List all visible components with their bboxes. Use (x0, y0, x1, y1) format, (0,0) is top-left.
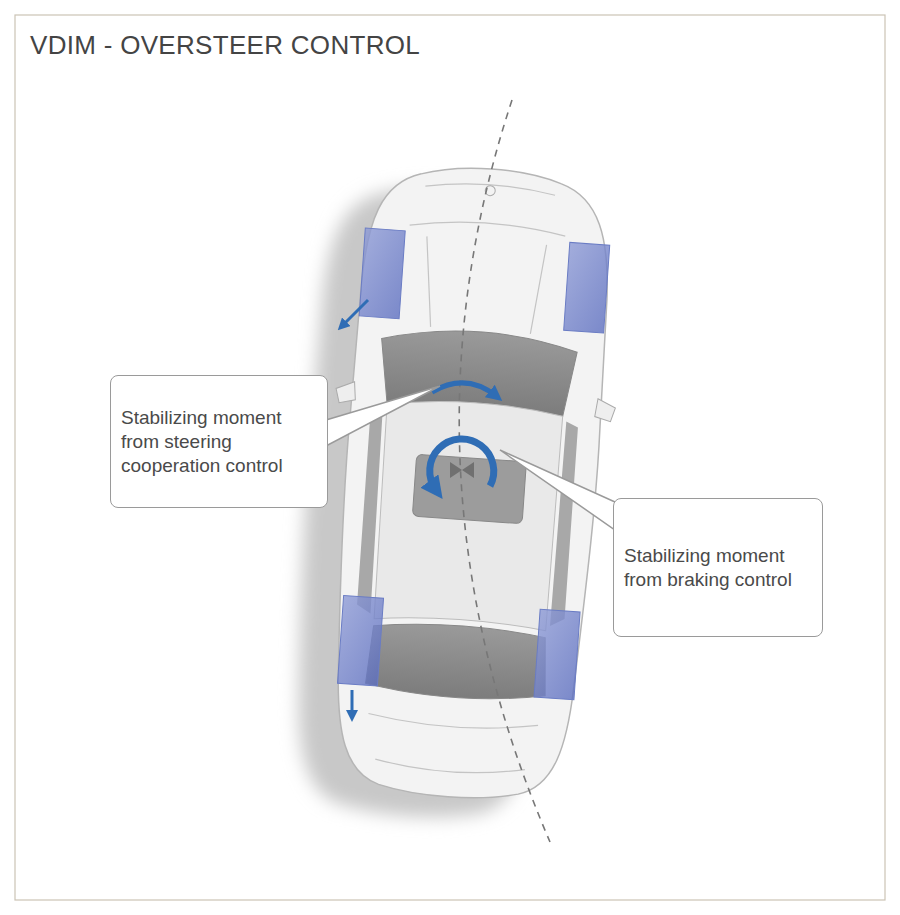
front-left-wheel (359, 228, 405, 319)
car-body-group (284, 158, 631, 829)
hood-lines (403, 179, 569, 336)
rear-left-wheel (337, 595, 383, 686)
roof (372, 397, 563, 631)
center-of-gravity-symbol (450, 462, 474, 478)
callout-text-group: Stabilizing moment from braking control (624, 544, 798, 592)
side-windows (356, 408, 578, 627)
front-right-wheel (564, 242, 610, 333)
callout-leader (326, 386, 440, 446)
trunk-lines (365, 713, 538, 777)
callout-box: Stabilizing moment from steering coopera… (110, 375, 328, 508)
front-wheel-force-arrow (342, 300, 368, 326)
rear-window (365, 619, 550, 703)
callout-text-group: Stabilizing moment from steering coopera… (121, 406, 319, 478)
rear-right-wheel (534, 609, 580, 700)
steering-moment-arrow (432, 383, 496, 396)
callout-box: Stabilizing moment from braking control (613, 498, 823, 637)
frame-border (15, 15, 885, 900)
rear-wheel-brake-arrow (351, 690, 354, 716)
car-body (324, 160, 618, 805)
callout-leader (500, 450, 615, 530)
diagram-title: VDIM - OVERSTEER CONTROL (30, 30, 420, 61)
callout-text: Stabilizing moment from steering coopera… (121, 406, 319, 478)
braking-moment-arrow (430, 439, 494, 490)
callout-text: Stabilizing moment from braking control (624, 544, 798, 592)
